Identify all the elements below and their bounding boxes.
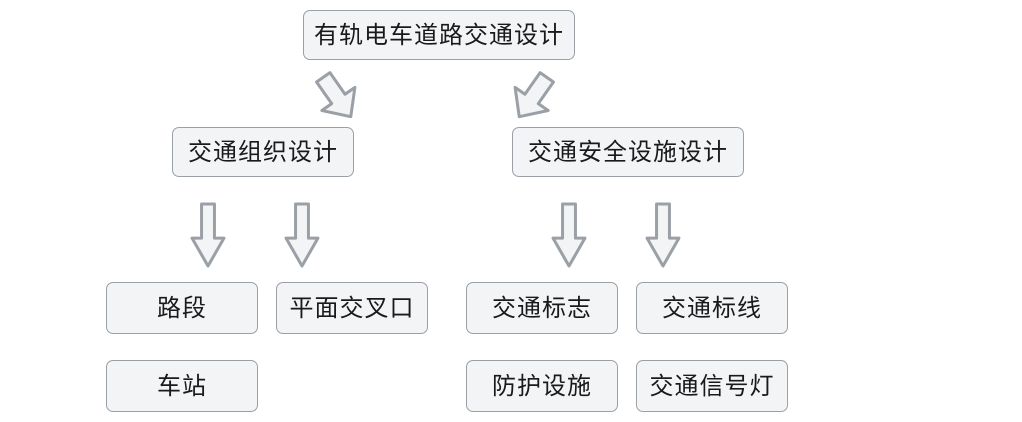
node-label: 防护设施	[492, 372, 592, 400]
arrow-l1b-to-l2c	[550, 204, 588, 266]
arrow-l1b-to-l2d	[644, 204, 682, 266]
node-l2c: 交通标志	[466, 282, 618, 334]
node-l1a: 交通组织设计	[172, 127, 354, 177]
node-l1b: 交通安全设施设计	[512, 127, 744, 177]
node-l2d: 交通标线	[636, 282, 788, 334]
node-label: 路段	[157, 294, 207, 322]
node-label: 交通信号灯	[649, 372, 775, 400]
arrow-l1a-to-l2a	[189, 204, 227, 266]
node-label: 交通组织设计	[188, 138, 338, 166]
node-l3a: 车站	[106, 360, 258, 412]
node-label: 交通标线	[662, 294, 762, 322]
node-label: 交通标志	[492, 294, 592, 322]
arrow-root-to-l1b	[509, 73, 557, 121]
arrow-root-to-l1a	[313, 73, 361, 121]
arrow-l1a-to-l2b	[283, 204, 321, 266]
node-label: 交通安全设施设计	[528, 138, 728, 166]
node-l2a: 路段	[106, 282, 258, 334]
node-label: 有轨电车道路交通设计	[314, 21, 564, 49]
node-root: 有轨电车道路交通设计	[303, 10, 575, 60]
node-l3d: 交通信号灯	[636, 360, 788, 412]
node-l2b: 平面交叉口	[276, 282, 428, 334]
node-label: 车站	[157, 372, 207, 400]
node-label: 平面交叉口	[289, 294, 415, 322]
node-l3c: 防护设施	[466, 360, 618, 412]
